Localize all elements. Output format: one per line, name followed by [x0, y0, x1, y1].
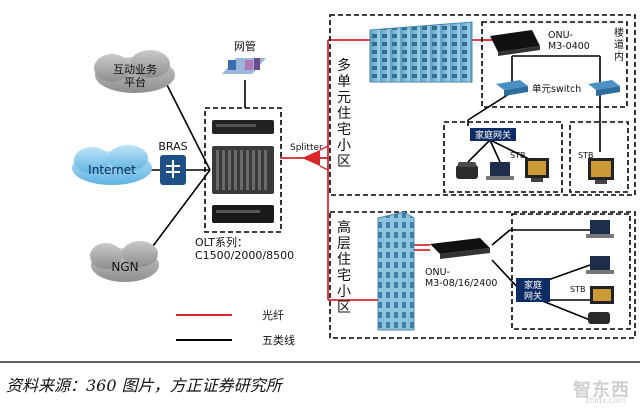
laptop-bottom-2-icon: [586, 256, 614, 274]
splitter-icon: [302, 145, 329, 171]
network-mgmt-workstation-icon: [222, 58, 266, 74]
legend: 光纤 五类线: [176, 308, 295, 347]
olt-series-label: OLT系列：C1500/2000/8500: [195, 235, 294, 262]
source-caption: 资料来源：360 图片，方正证券研究所: [6, 376, 282, 395]
laptop-icon: [486, 162, 514, 180]
legend-fiber-label: 光纤: [262, 308, 284, 322]
olt-chassis-icon: [212, 120, 274, 223]
high-rise-zone: [329, 211, 636, 339]
unit-switch-right-icon: [588, 80, 620, 96]
onu-m3-08-label: ONU-M3-08/16/2400: [425, 267, 497, 289]
unit-switch-label: 单元switch: [532, 83, 581, 95]
floor-inner-label: 楼道内: [614, 26, 624, 63]
unit-switch-icon: [496, 80, 528, 96]
internet-label: Internet: [88, 163, 136, 177]
phone-bottom-icon: [588, 312, 610, 324]
home-box-top: [443, 121, 563, 193]
bras-label: BRAS: [158, 140, 187, 153]
diagram-canvas: 互动业务平台 Internet NGN BRAS 网管: [0, 14, 640, 363]
home-box-bottom: [511, 213, 631, 330]
olt-box: [204, 107, 282, 233]
onu-m3-0400-icon: [490, 30, 540, 56]
interactive-platform-label: 互动业务平台: [113, 63, 157, 89]
watermark: 智东西: [573, 380, 630, 401]
tv-right-icon: [588, 158, 614, 184]
watermark-sub: zhidx.com: [585, 396, 626, 405]
interactive-platform-cloud-icon: [94, 50, 175, 93]
internet-cloud-icon: [72, 145, 152, 185]
tv-bottom-icon: [590, 286, 614, 304]
stb-top-label: STB: [510, 151, 525, 160]
phone-icon: [456, 162, 478, 179]
onu-m3-08-icon: [430, 238, 490, 259]
home-gateway-bottom-label: 家庭网关: [524, 279, 542, 302]
tv-icon: [525, 158, 549, 182]
high-rise-zone-label: 高层住宅小区: [337, 219, 351, 316]
zone-boxes: [204, 14, 636, 339]
cat5-links: [149, 55, 601, 321]
network-mgmt-label: 网管: [234, 39, 256, 53]
bras-router-icon: [160, 155, 186, 185]
home-box-right: [569, 121, 629, 193]
multi-unit-building-icon: [369, 21, 473, 83]
ngn-cloud-icon: [90, 241, 159, 282]
legend-cat5-label: 五类线: [262, 333, 295, 347]
high-rise-building-icon: [377, 211, 415, 331]
multi-unit-zone-label: 多单元住宅小区: [337, 57, 351, 170]
home-gateway-bottom-icon: [516, 278, 550, 302]
stb-right-label: STB: [578, 151, 593, 160]
multi-unit-zone: [329, 14, 636, 196]
stb-bottom-label: STB: [570, 285, 585, 294]
ngn-label: NGN: [111, 260, 138, 274]
home-gateway-top-icon: [470, 128, 516, 141]
onu-m3-0400-label: ONU-M3-0400: [548, 30, 590, 52]
laptop-bottom-1-icon: [586, 220, 614, 238]
home-gateway-top-label: 家庭网关: [475, 129, 511, 141]
splitter-label: Splitter: [290, 143, 323, 153]
floor-box: [481, 21, 628, 108]
